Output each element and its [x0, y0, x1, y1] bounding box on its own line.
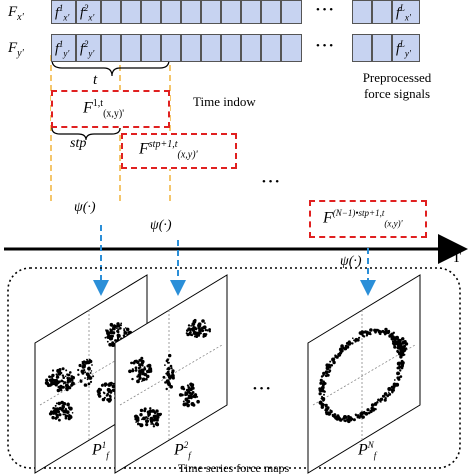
row-x-label: Fx' — [8, 4, 24, 23]
timeline-label: T — [452, 250, 462, 266]
signal-cell — [181, 34, 201, 62]
row-y-ellipsis: • • • — [316, 40, 334, 52]
signal-cell — [201, 0, 221, 24]
t-brace — [51, 59, 170, 77]
force-map-2 — [114, 274, 228, 474]
signal-cell — [101, 34, 121, 62]
signal-cell — [201, 34, 221, 62]
signal-cell — [372, 34, 392, 62]
signal-cell-last: fLx' — [392, 0, 420, 24]
signal-cell — [352, 0, 372, 24]
signal-cell — [141, 0, 161, 24]
maps-panel — [7, 267, 461, 469]
signal-cell — [101, 0, 121, 24]
psi-label-1: ψ(·) — [74, 200, 96, 215]
signal-cell — [261, 0, 281, 24]
t-brace-label: t — [93, 72, 98, 88]
windows-ellipsis: • • • — [262, 176, 280, 188]
signal-cell — [281, 0, 302, 24]
signal-cell — [221, 0, 241, 24]
signal-cell — [161, 34, 181, 62]
time-window-n: F(N−1)•stp+1,t(x,y)' — [309, 200, 427, 238]
map-label-2: P2f — [174, 440, 191, 461]
time-window-label: Time indow — [193, 94, 256, 109]
signal-cell — [261, 34, 281, 62]
signal-cell: f1y' — [51, 34, 76, 62]
signal-cell — [161, 0, 181, 24]
signal-cell — [352, 34, 372, 62]
signal-cell — [372, 0, 392, 24]
signal-cell: f2y' — [76, 34, 101, 62]
signal-cell-last: fLy' — [392, 34, 420, 62]
preprocessed-label: Preprocessed force signals — [362, 70, 432, 101]
psi-label-2: ψ(·) — [150, 218, 172, 233]
stp-brace-label: stp — [70, 136, 87, 151]
map-label-n: PNf — [358, 440, 377, 461]
time-window-2: Fstp+1,t(x,y)' — [121, 133, 237, 169]
signal-cell: f1x' — [51, 0, 76, 24]
maps-ellipsis: • • • — [253, 383, 271, 395]
signal-cell — [141, 34, 161, 62]
signal-cell: f2x' — [76, 0, 101, 24]
signal-cell — [241, 34, 261, 62]
signal-cell — [121, 34, 141, 62]
row-x-ellipsis: • • • — [316, 4, 334, 16]
time-window-1: F1,t(x,y)' — [51, 90, 170, 128]
signal-cell — [241, 0, 261, 24]
stp-brace — [51, 127, 121, 141]
maps-panel-caption: Time series force maps — [178, 461, 290, 474]
psi-label-n: ψ(·) — [340, 254, 362, 269]
signal-cell — [121, 0, 141, 24]
map-label-1: P1f — [92, 440, 109, 461]
signal-cell — [221, 34, 241, 62]
force-map-n — [307, 274, 421, 474]
row-y-label: Fy' — [8, 40, 24, 59]
signal-cell — [181, 0, 201, 24]
signal-cell — [281, 34, 302, 62]
